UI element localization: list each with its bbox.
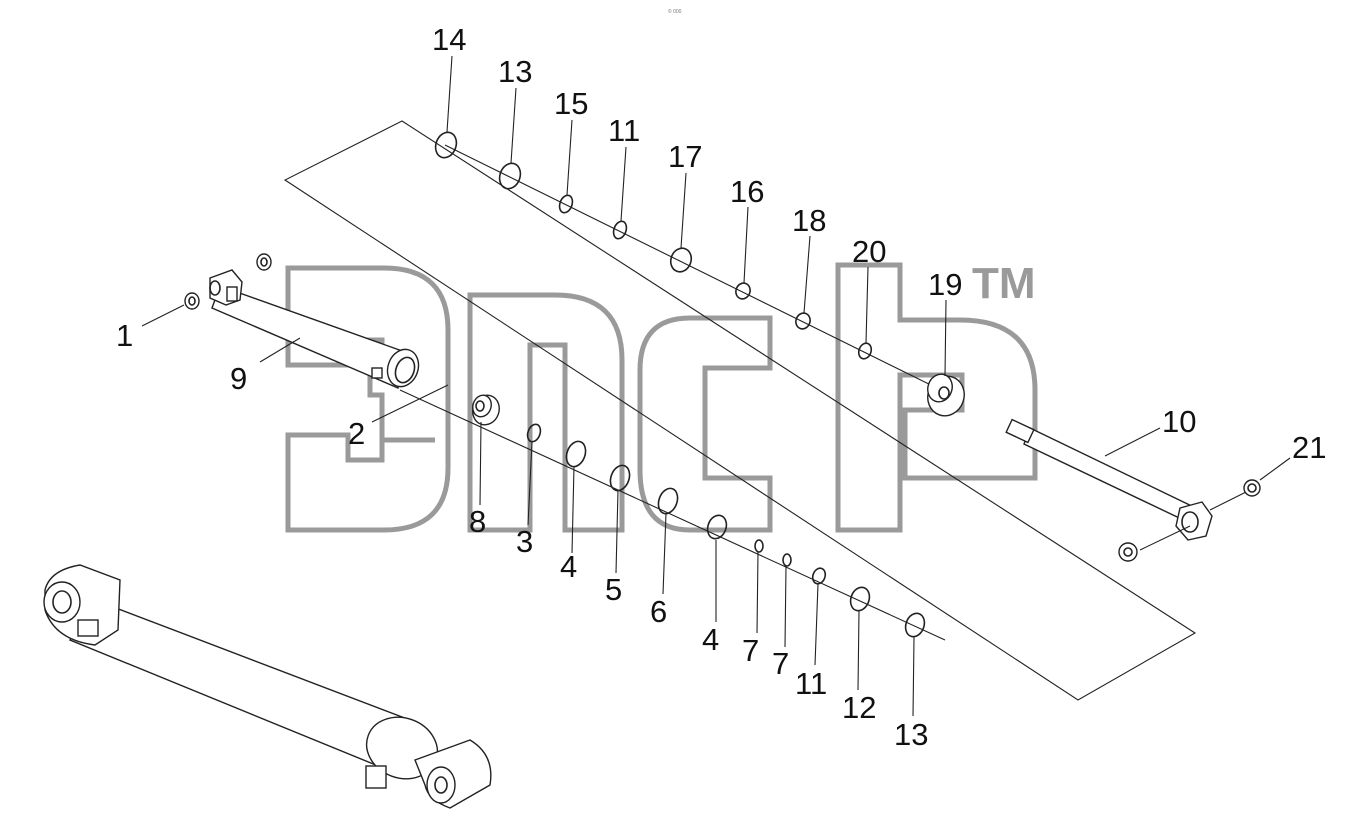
ring-11-upper [612,220,628,240]
leader-lines [141,55,1291,717]
callout-7-a: 7 [742,633,759,668]
ring-15 [558,194,574,214]
callout-5: 5 [605,572,622,607]
piston-19 [927,373,965,417]
callout-7-b: 7 [772,646,789,681]
ring-20 [857,342,873,360]
callout-13-b: 13 [894,717,928,752]
gland-8 [472,394,500,426]
callout-16: 16 [730,174,764,209]
callout-8: 8 [469,504,486,539]
assembly-outline [283,120,1197,701]
ring-3 [526,423,542,443]
ring-13-upper [498,162,522,190]
callout-1: 1 [116,318,133,353]
callout-21: 21 [1292,430,1326,465]
ring-18 [795,312,811,330]
piston-axis-line [399,389,946,641]
piston-rod-10 [1005,418,1261,562]
ring-7-b [782,553,792,567]
callout-15: 15 [554,86,588,121]
cylinder-barrel-9 [209,269,420,389]
callout-13-a: 13 [498,54,532,89]
bushings-1 [184,253,272,310]
callout-11-b: 11 [795,666,827,701]
callout-4-b: 4 [702,622,719,657]
watermark-logo: TM [285,259,1038,533]
ring-13-lower [904,612,926,638]
upper-seal-row [434,131,965,417]
ring-11-lower [811,567,827,585]
ring-4-b [706,514,728,540]
callout-20: 20 [852,234,886,269]
callout-9: 9 [230,361,247,396]
assembled-cylinder [43,564,492,809]
header-tiny-text: © 000 [668,8,682,15]
ring-4-a [565,440,587,468]
ring-17 [669,247,693,273]
callout-19: 19 [928,267,962,302]
callout-6: 6 [650,594,667,629]
callout-4-a: 4 [560,549,577,584]
callout-numbers: 1 9 2 8 3 4 5 6 4 7 7 11 12 13 14 13 15 … [116,22,1326,752]
ring-6 [657,487,679,515]
callout-3: 3 [516,524,533,559]
ring-12 [849,586,871,612]
callout-17: 17 [668,139,702,174]
ring-16 [735,282,751,300]
callout-14: 14 [432,22,466,57]
callout-12: 12 [842,690,876,725]
lower-seal-row [526,423,926,638]
callout-10: 10 [1162,404,1196,439]
callout-2: 2 [348,416,365,451]
ring-14 [434,131,458,159]
callout-11-a: 11 [608,113,640,148]
ring-7-a [754,539,764,553]
callout-18: 18 [792,203,826,238]
ring-5 [609,464,631,492]
trademark-text: TM [972,259,1036,308]
